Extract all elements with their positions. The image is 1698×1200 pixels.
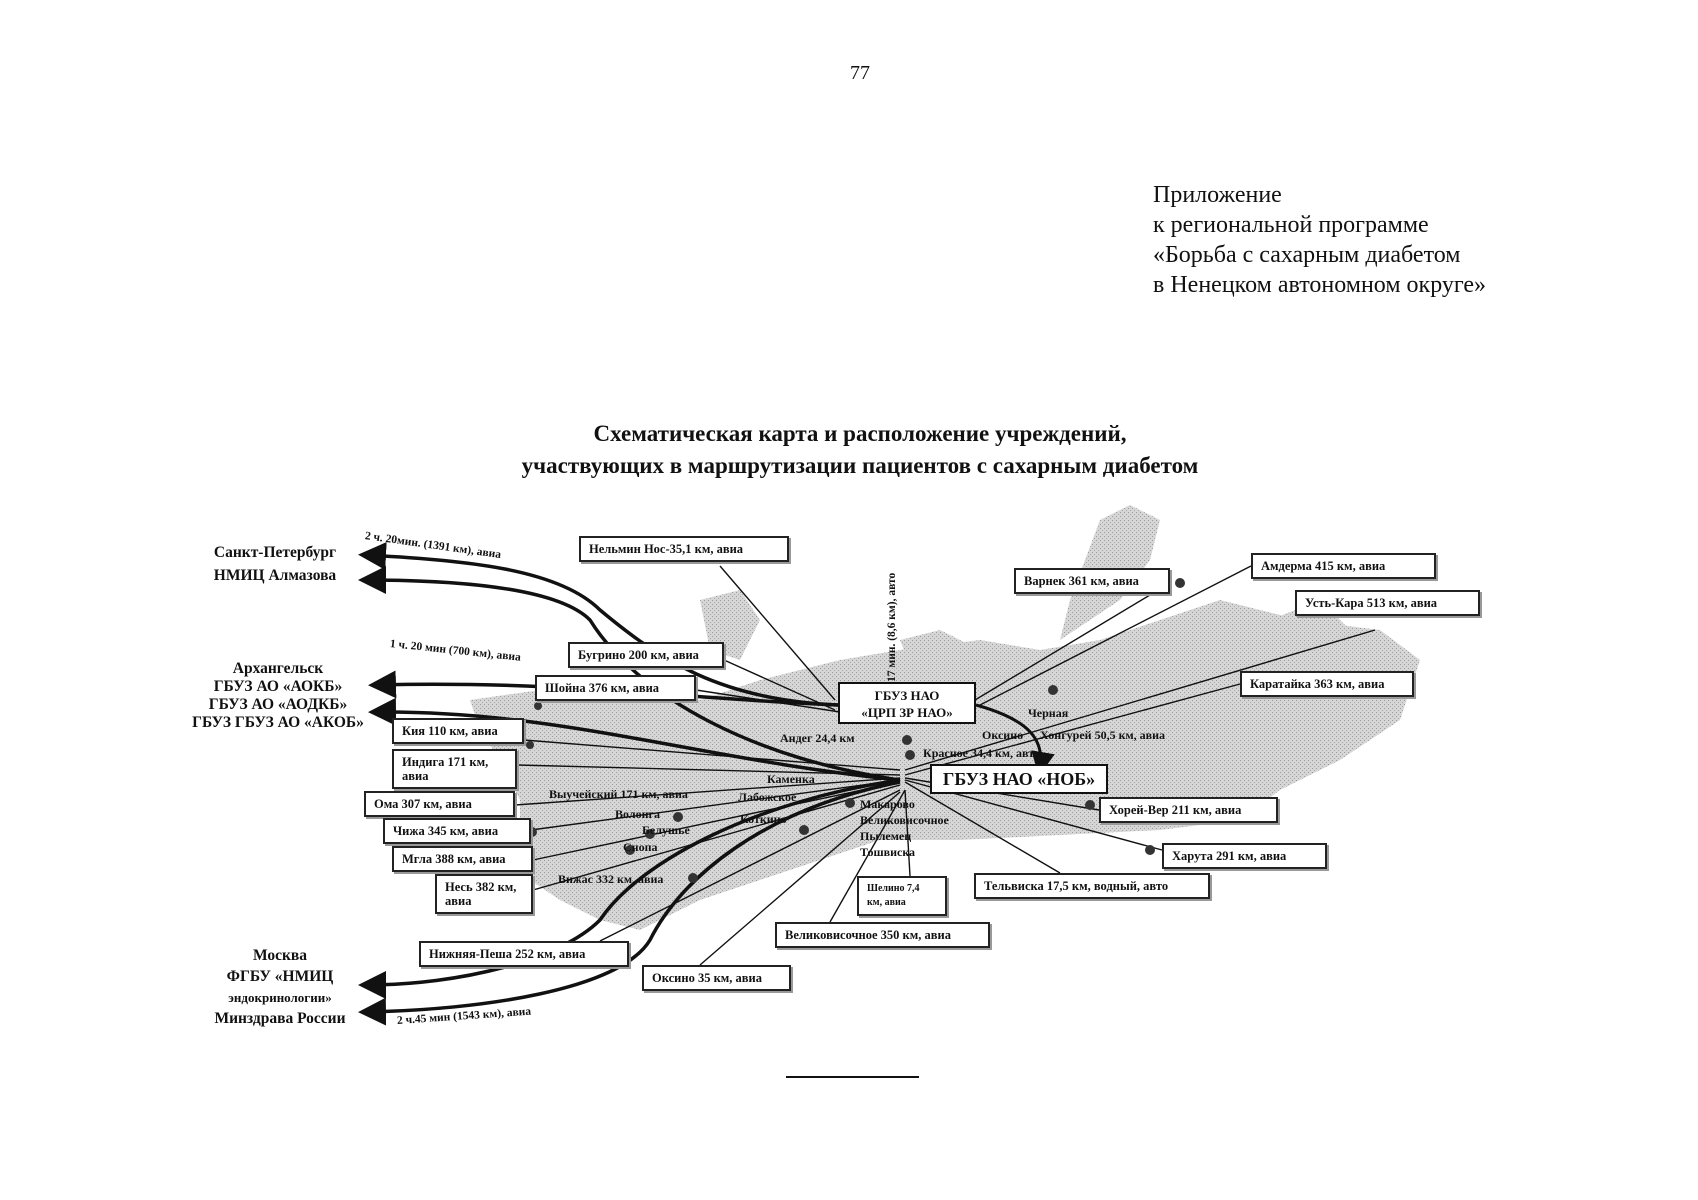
city-line: Минздрава России <box>214 1010 346 1027</box>
place-label: Вижас 332 км, авиа <box>558 872 664 886</box>
hub-crp-zr-nao: ГБУЗ НАО «ЦРП ЗР НАО» <box>838 682 976 724</box>
hub-line: ГБУЗ НАО <box>874 688 940 703</box>
city-arkhangelsk: Архангельск ГБУЗ АО «АОКБ» ГБУЗ АО «АОДК… <box>168 660 388 732</box>
hub-nob: ГБУЗ НАО «НОБ» <box>930 764 1108 794</box>
label-box: Тельвиска 17,5 км, водный, авто <box>974 873 1210 899</box>
label-box: Мгла 388 км, авиа <box>392 846 533 872</box>
place-label: Хонгурей 50,5 км, авиа <box>1040 728 1166 742</box>
page-number: 77 <box>850 62 870 84</box>
city-moscow: Москва ФГБУ «НМИЦ эндокринологии» Минздр… <box>195 945 365 1029</box>
label-box: Харута 291 км, авиа <box>1162 843 1327 869</box>
appendix-line: к региональной программе <box>1153 212 1429 238</box>
label-box: Шойна 376 км, авиа <box>535 675 696 701</box>
appendix-line: «Борьба с сахарным диабетом <box>1153 242 1461 268</box>
end-rule <box>786 1076 919 1078</box>
label-box: Хорей-Вер 211 км, авиа <box>1099 797 1278 823</box>
label-box: Оксино 35 км, авиа <box>642 965 791 991</box>
label-box: Бугрино 200 км, авиа <box>568 642 724 668</box>
route-lines <box>514 565 1376 966</box>
city-line: Архангельск <box>232 660 324 677</box>
place-label: Тошвиска <box>860 845 916 859</box>
city-line: Санкт-Петербург <box>213 544 337 561</box>
title-line: Схематическая карта и расположение учреж… <box>593 421 1127 446</box>
label-box: Ома 307 км, авиа <box>364 791 515 817</box>
hub-line: «ЦРП ЗР НАО» <box>861 705 953 720</box>
title-line: участвующих в маршрутизации пациентов с … <box>521 453 1199 478</box>
place-label: Черная <box>1028 706 1069 720</box>
route-label-hub-link: 17 мин. (8,6 км), авто <box>886 572 898 682</box>
city-line: НМИЦ Алмазова <box>213 567 337 584</box>
place-label: Макарово <box>860 797 915 811</box>
appendix-header: Приложение к региональной программе «Бор… <box>1153 180 1486 300</box>
label-box: Каратайка 363 км, авиа <box>1240 671 1414 697</box>
place-label: Пылемец <box>860 829 912 843</box>
place-label: Выучейский 171 км, авиа <box>549 787 688 801</box>
place-label: Оксино <box>982 728 1024 742</box>
label-box: Индига 171 км, авиа <box>392 749 517 789</box>
place-label: Великовисочное <box>860 813 949 827</box>
appendix-line: Приложение <box>1153 182 1282 208</box>
place-label: Белушье <box>642 823 690 837</box>
map-title: Схематическая карта и расположение учреж… <box>300 418 1420 482</box>
city-routes <box>358 542 1055 1026</box>
city-line: ФГБУ «НМИЦ <box>226 968 334 985</box>
city-line: ГБУЗ ГБУЗ АО «АКОБ» <box>192 714 364 731</box>
label-box: Кия 110 км, авиа <box>392 718 524 744</box>
place-label: Снопа <box>623 840 658 854</box>
place-label: Волонга <box>615 807 660 821</box>
label-box: Нельмин Нос-35,1 км, авиа <box>579 536 789 562</box>
label-box: Шелино 7,4 км, авиа <box>857 876 947 916</box>
settlement-markers <box>526 578 1185 883</box>
label-box: Великовисочное 350 км, авиа <box>775 922 990 948</box>
label-box: Амдерма 415 км, авиа <box>1251 553 1436 579</box>
label-box: Варнек 361 км, авиа <box>1014 568 1170 594</box>
label-box: Усть-Кара 513 км, авиа <box>1295 590 1480 616</box>
place-label: Каменка <box>767 772 815 786</box>
city-saint-petersburg: Санкт-Петербург НМИЦ Алмазова <box>195 543 355 585</box>
city-line: Москва <box>252 947 308 964</box>
place-label: Коткино <box>740 812 787 826</box>
city-line: ГБУЗ АО «АОКБ» <box>213 678 343 695</box>
place-label: Лабожское <box>738 790 797 804</box>
place-label: Андег 24,4 км <box>780 731 855 745</box>
label-box: Нижняя-Пеша 252 км, авиа <box>419 941 629 967</box>
city-line: эндокринологии» <box>228 990 332 1005</box>
appendix-line: в Ненецком автономном округе» <box>1153 272 1487 298</box>
label-box: Чижа 345 км, авиа <box>383 818 531 844</box>
city-line: ГБУЗ АО «АОДКБ» <box>208 696 348 713</box>
label-box: Несь 382 км, авиа <box>435 874 533 914</box>
place-label: Красное 34,4 км, авто <box>923 746 1040 760</box>
